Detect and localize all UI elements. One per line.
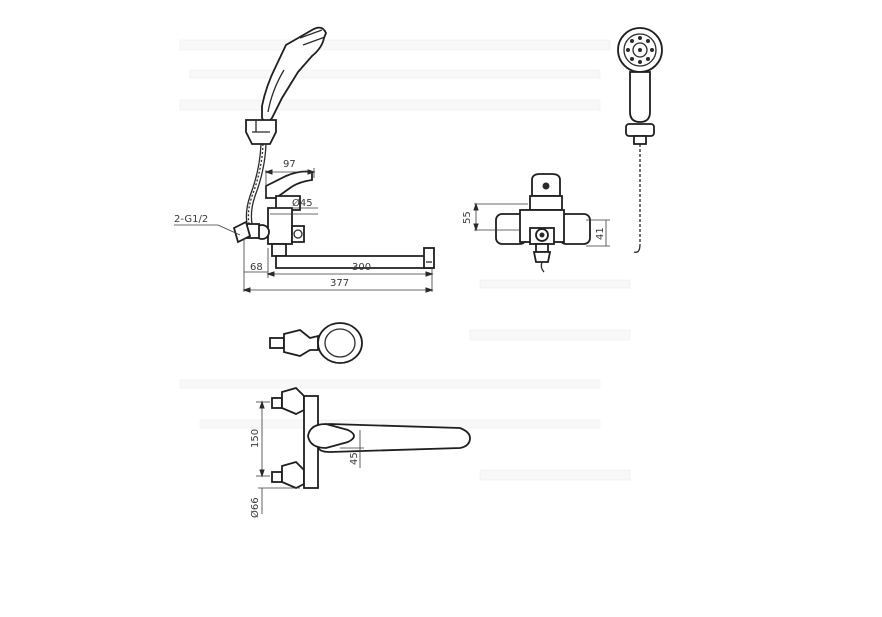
dim-55-label: 55: [462, 211, 473, 224]
side-view: 55 41: [462, 173, 610, 273]
dim-45-label: Ø45: [292, 197, 313, 209]
background-watermark: [179, 39, 631, 481]
dim-150-label: 150: [250, 429, 261, 448]
dim-377-label: 377: [330, 278, 349, 289]
dim-41-label: 41: [595, 227, 606, 240]
dim-lengths: 68 300 377: [242, 238, 434, 293]
mixer-body: [232, 207, 305, 257]
shower-hose: [247, 143, 264, 229]
dim-66: Ø66: [249, 487, 300, 518]
shower-set-view: [617, 27, 663, 253]
lever-handle: [265, 170, 313, 211]
dim-150: 150: [250, 400, 270, 478]
dim-45b: 45: [340, 430, 364, 468]
shower-holder: [245, 119, 277, 145]
front-view: 97 Ø45 2-G1/2 68 300 377: [174, 26, 435, 293]
dim-45: Ø45: [270, 197, 318, 215]
dim-66-label: Ø66: [249, 497, 261, 518]
top-view: 150 45 Ø66: [249, 386, 471, 518]
dim-thread-label: 2-G1/2: [174, 214, 208, 225]
dim-thread: 2-G1/2: [174, 214, 241, 236]
dim-97: 97: [264, 159, 316, 196]
dim-41: 41: [586, 219, 610, 247]
dim-97-label: 97: [283, 159, 296, 170]
dim-300-label: 300: [352, 262, 371, 273]
dim-55: 55: [462, 202, 528, 232]
hand-shower-head: [261, 26, 327, 123]
handle-detail-view: [269, 322, 363, 364]
dim-45b-label: 45: [349, 452, 360, 465]
dim-68-label: 68: [250, 262, 263, 273]
